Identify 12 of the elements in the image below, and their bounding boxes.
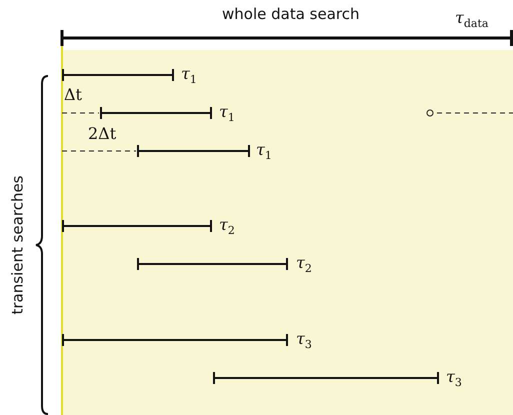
time-label: τ$_{data}$	[455, 10, 488, 30]
offset-label: Δt	[64, 87, 82, 103]
axis-label: transient searches	[10, 176, 26, 314]
heading: whole data search	[222, 7, 360, 22]
offset-label: 2Δt	[88, 126, 116, 142]
time-label: τ$_{2}$	[219, 217, 235, 236]
time-label: τ$_{1}$	[181, 66, 197, 86]
time-label: τ$_{3}$	[446, 369, 462, 388]
time-label: τ$_{3}$	[296, 331, 312, 350]
time-label: τ$_{2}$	[296, 255, 312, 274]
time-label: τ$_{1}$	[219, 104, 235, 124]
time-label: τ$_{1}$	[256, 142, 272, 162]
